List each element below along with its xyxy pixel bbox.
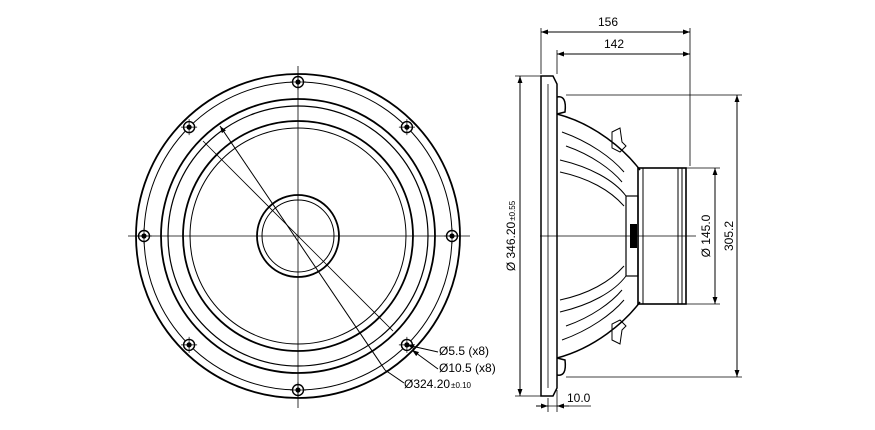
basket-leg-top-1 xyxy=(561,131,625,173)
mounting-hole xyxy=(181,119,198,136)
basket-leg-bottom-1 xyxy=(561,299,625,341)
basket-leg-bottom-4 xyxy=(559,265,625,301)
bolt-circle-value: Ø324.20 xyxy=(404,377,450,391)
basket-leg-top-2 xyxy=(565,145,623,183)
flange-thickness-label: 10.0 xyxy=(567,391,591,405)
basket-leg-bottom-2 xyxy=(565,289,623,327)
overall-depth-label: 156 xyxy=(598,15,618,29)
mounting-hole xyxy=(181,336,198,353)
dimension-lines xyxy=(515,28,742,412)
outer-diameter-label: Ø 346.20±0.55 xyxy=(504,200,518,271)
basket-outer-bottom xyxy=(556,301,641,359)
hole-large-callout: Ø10.5 (x8) xyxy=(439,361,496,375)
mounting-holes xyxy=(136,74,460,398)
bolt-circle-diameter-line xyxy=(219,125,386,371)
bolt-circle-tolerance: ±0.10 xyxy=(451,381,472,390)
bolt-circle-callout: Ø324.20±0.10 xyxy=(404,377,472,391)
hole-callout-leaders xyxy=(384,344,439,384)
basket-leg-top-3 xyxy=(559,159,627,197)
basket-outer-top xyxy=(556,113,641,171)
basket-diameter-label: 305.2 xyxy=(722,221,736,251)
surround-top xyxy=(556,96,567,115)
terminal-top xyxy=(611,127,627,153)
outer-diameter-value: Ø 346.20 xyxy=(504,221,518,271)
hole-small-callout: Ø5.5 (x8) xyxy=(439,344,489,358)
terminal-bottom xyxy=(611,319,627,345)
surround-bottom xyxy=(556,357,567,376)
front-view xyxy=(128,66,470,408)
basket-leg-bottom-3 xyxy=(559,275,627,313)
magnet-diameter-label: Ø 145.0 xyxy=(699,214,713,257)
outer-diameter-tolerance: ±0.55 xyxy=(508,200,517,221)
body-depth-label: 142 xyxy=(604,37,624,51)
basket-leg-top-4 xyxy=(559,171,625,207)
mounting-hole xyxy=(398,119,415,136)
diagonal-center-line xyxy=(202,140,394,332)
side-view xyxy=(540,75,696,397)
